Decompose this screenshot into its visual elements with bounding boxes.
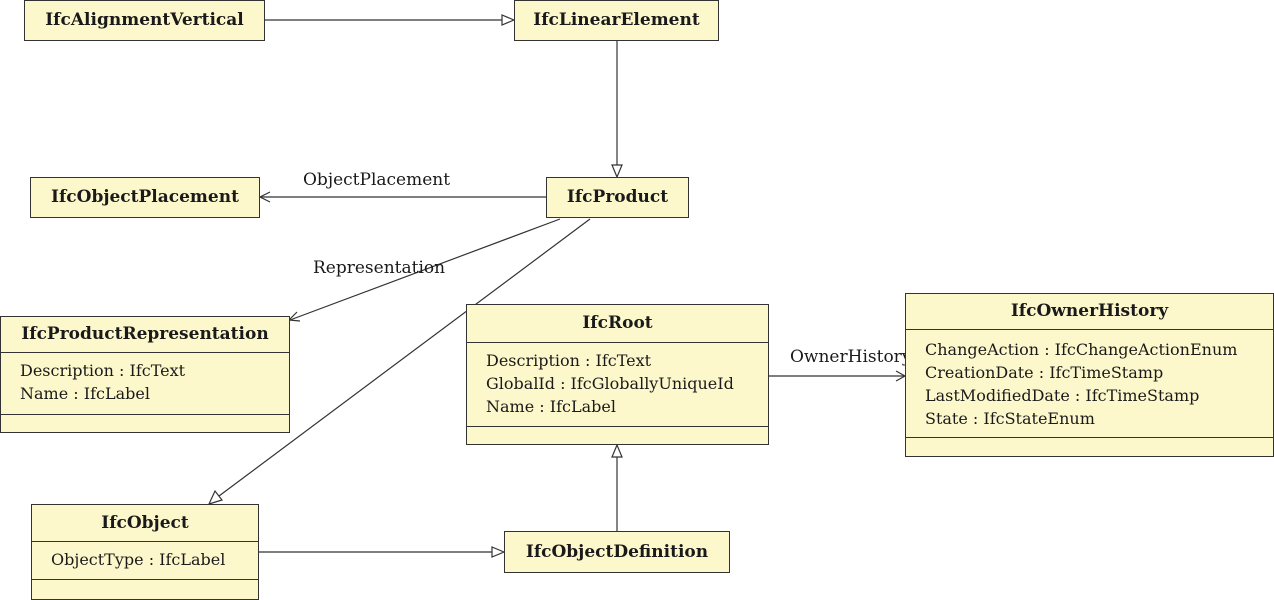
class-ifcroot[interactable]: IfcRoot Description : IfcText GlobalId :… xyxy=(466,304,769,445)
edge-product-to-productrepresentation xyxy=(289,218,561,321)
class-ifcobject[interactable]: IfcObject ObjectType : IfcLabel xyxy=(31,504,259,600)
operation-section xyxy=(467,426,768,444)
class-ifcproductrepresentation[interactable]: IfcProductRepresentation Description : I… xyxy=(0,316,290,433)
class-ifcobjectdefinition[interactable]: IfcObjectDefinition xyxy=(504,531,730,573)
attribute-section: ObjectType : IfcLabel xyxy=(32,541,258,579)
class-name: IfcObjectPlacement xyxy=(51,187,239,207)
class-ifcobjectplacement[interactable]: IfcObjectPlacement xyxy=(30,177,260,218)
association-label-representation: Representation xyxy=(313,258,446,278)
class-name: IfcProduct xyxy=(566,187,669,207)
association-label-ownerhistory: OwnerHistory xyxy=(790,347,912,367)
attribute: GlobalId : IfcGloballyUniqueId xyxy=(486,374,734,393)
attribute-section: Description : IfcText GlobalId : IfcGlob… xyxy=(467,342,768,426)
association-label-objectplacement: ObjectPlacement xyxy=(303,170,451,190)
association-arrowhead xyxy=(258,191,271,203)
generalization-arrowhead xyxy=(611,443,623,458)
class-name: IfcObjectDefinition xyxy=(525,542,709,562)
generalization-arrowhead xyxy=(501,14,516,26)
edge-product-to-object xyxy=(218,218,591,497)
class-name: IfcLinearElement xyxy=(533,10,700,30)
class-name: IfcObject xyxy=(101,513,189,533)
attribute-section: ChangeAction : IfcChangeActionEnum Creat… xyxy=(906,329,1273,437)
attribute: LastModifiedDate : IfcTimeStamp xyxy=(925,386,1200,405)
attribute: CreationDate : IfcTimeStamp xyxy=(925,363,1164,382)
class-ifcproduct[interactable]: IfcProduct xyxy=(546,177,689,218)
attribute: Description : IfcText xyxy=(486,351,652,370)
attribute: Name : IfcLabel xyxy=(486,397,616,416)
operation-section xyxy=(906,437,1273,456)
class-name: IfcAlignmentVertical xyxy=(45,10,244,30)
class-ifcownerhistory[interactable]: IfcOwnerHistory ChangeAction : IfcChange… xyxy=(905,293,1274,457)
attribute: ChangeAction : IfcChangeActionEnum xyxy=(925,340,1238,359)
class-ifcalignmentvertical[interactable]: IfcAlignmentVertical xyxy=(24,0,265,41)
attribute: ObjectType : IfcLabel xyxy=(51,550,226,569)
operation-section xyxy=(1,414,289,432)
generalization-arrowhead xyxy=(611,164,623,179)
attribute: Name : IfcLabel xyxy=(20,384,150,403)
generalization-arrowhead xyxy=(207,489,224,505)
attribute: Description : IfcText xyxy=(20,361,186,380)
operation-section xyxy=(32,579,258,599)
attribute: State : IfcStateEnum xyxy=(925,409,1095,428)
generalization-arrowhead xyxy=(491,546,506,558)
class-name: IfcRoot xyxy=(582,313,653,333)
attribute-section: Description : IfcText Name : IfcLabel xyxy=(1,352,289,414)
class-name: IfcOwnerHistory xyxy=(1010,301,1169,321)
class-ifclinearelement[interactable]: IfcLinearElement xyxy=(514,0,719,41)
class-name: IfcProductRepresentation xyxy=(21,324,269,344)
